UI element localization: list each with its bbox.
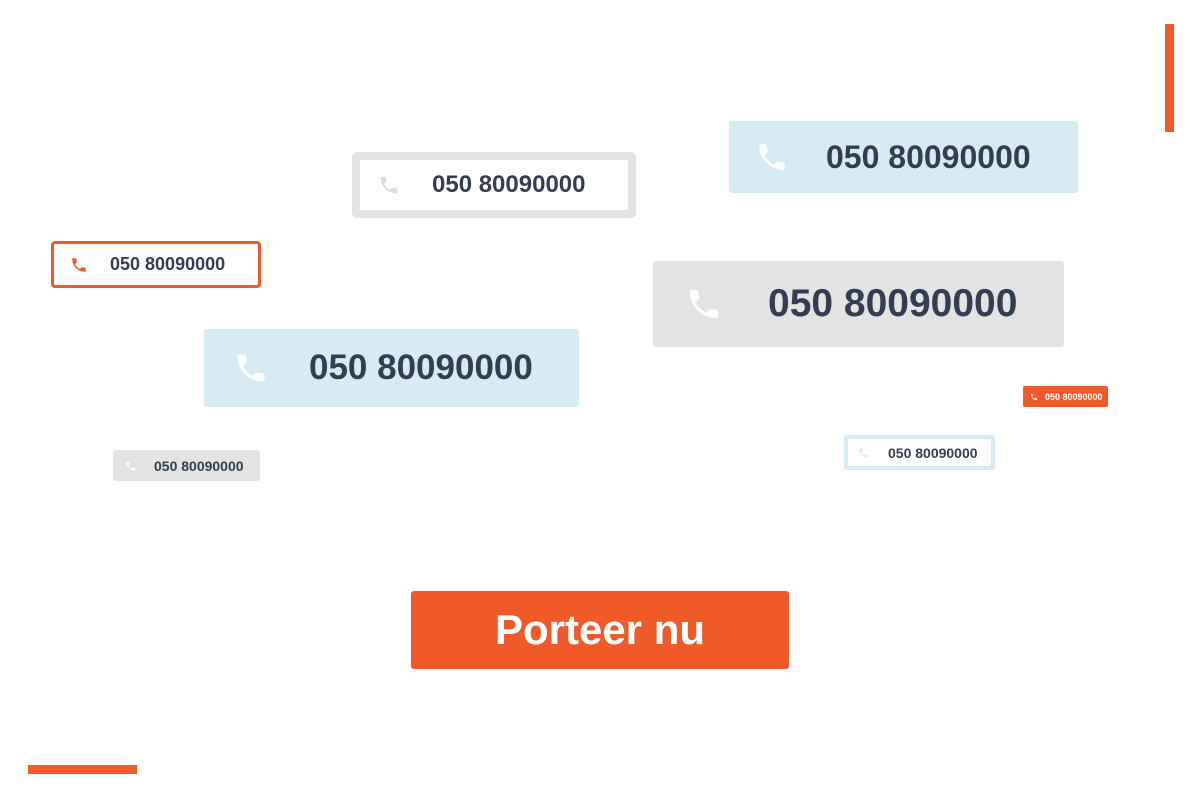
porteer-nu-button[interactable]: Porteer nu bbox=[411, 591, 789, 669]
phone-badge-blue-outline[interactable]: 050 80090000 bbox=[844, 435, 995, 470]
phone-badge-orange-filled[interactable]: 050 80090000 bbox=[1023, 386, 1108, 407]
phone-number: 050 80090000 bbox=[309, 348, 533, 387]
phone-number: 050 80090000 bbox=[768, 282, 1018, 325]
phone-badge-blue-filled[interactable]: 050 80090000 bbox=[729, 121, 1078, 193]
phone-icon bbox=[1030, 393, 1038, 401]
phone-number: 050 80090000 bbox=[154, 457, 244, 474]
phone-badge-gray-filled[interactable]: 050 80090000 bbox=[653, 261, 1064, 347]
phone-number: 050 80090000 bbox=[1045, 391, 1103, 402]
phone-number: 050 80090000 bbox=[888, 444, 978, 461]
phone-icon bbox=[858, 447, 870, 459]
phone-badge-orange-outline[interactable]: 050 80090000 bbox=[51, 241, 261, 288]
phone-number: 050 80090000 bbox=[432, 171, 586, 198]
phone-icon bbox=[755, 140, 789, 174]
phone-badge-gray-outline[interactable]: 050 80090000 bbox=[352, 152, 636, 218]
phone-number: 050 80090000 bbox=[110, 254, 226, 274]
accent-bar-bottom bbox=[28, 765, 137, 774]
phone-badge-blue-filled-large[interactable]: 050 80090000 bbox=[204, 329, 579, 407]
phone-icon bbox=[233, 350, 269, 386]
accent-bar-right bbox=[1165, 24, 1174, 132]
phone-icon bbox=[70, 256, 88, 274]
phone-number: 050 80090000 bbox=[826, 138, 1031, 175]
phone-icon bbox=[125, 460, 137, 472]
phone-icon bbox=[685, 285, 723, 323]
phone-badge-gray-filled-small[interactable]: 050 80090000 bbox=[113, 450, 260, 481]
phone-icon bbox=[378, 174, 400, 196]
